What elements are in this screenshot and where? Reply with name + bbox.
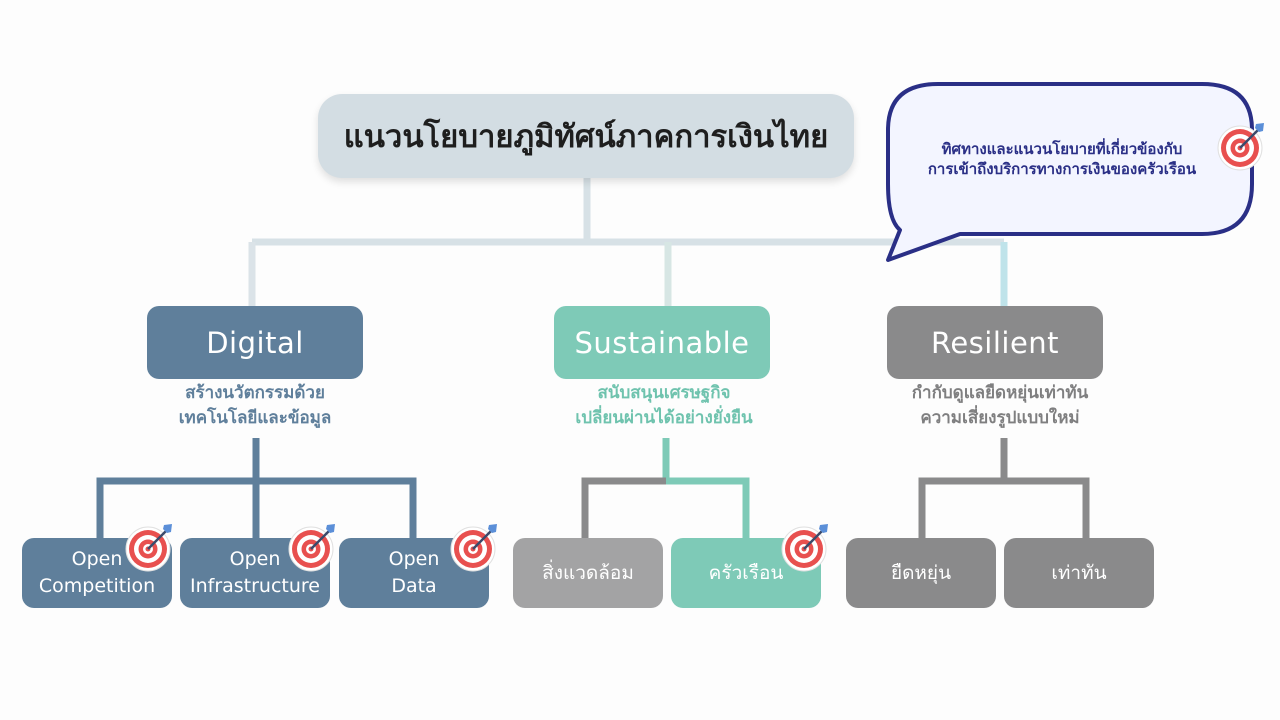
target-icon <box>125 524 172 572</box>
pillar-sustainable: Sustainable <box>554 306 770 379</box>
pillar-resilient-description: กำกับดูแลยืดหยุ่นเท่าทัน ความเสี่ยงรูปแบ… <box>850 381 1150 431</box>
target-icon <box>1217 123 1264 171</box>
description-line: เปลี่ยนผ่านได้อย่างยั่งยืน <box>575 408 753 428</box>
description-line: สนับสนุนเศรษฐกิจ <box>597 383 731 403</box>
callout-bubble <box>886 82 1254 262</box>
description-line: สร้างนวัตกรรมด้วย <box>185 383 325 403</box>
leaf-keep-pace: เท่าทัน <box>1004 538 1154 608</box>
pillar-digital-description: สร้างนวัตกรรมด้วย เทคโนโลยีและข้อมูล <box>105 381 405 431</box>
leaf-flexible: ยืดหยุ่น <box>846 538 996 608</box>
pillar-sustainable-description: สนับสนุนเศรษฐกิจ เปลี่ยนผ่านได้อย่างยั่ง… <box>514 381 814 431</box>
leaf-line: Open <box>71 548 123 570</box>
leaf-line: ยืดหยุ่น <box>890 561 952 584</box>
callout-line-2: การเข้าถึงบริการทางการเงินของครัวเรือน <box>927 160 1197 178</box>
leaf-line: Open <box>229 548 281 570</box>
leaf-environment: สิ่งแวดล้อม <box>513 538 663 608</box>
pillar-digital: Digital <box>147 306 363 379</box>
callout-line-1: ทิศทางและแนวนโยบายที่เกี่ยวข้องกับ <box>941 140 1183 158</box>
page-title: แนวนโยบายภูมิทัศน์ภาคการเงินไทย <box>318 94 854 178</box>
pillar-resilient: Resilient <box>887 306 1103 379</box>
target-icon <box>781 524 828 572</box>
description-line: กำกับดูแลยืดหยุ่นเท่าทัน <box>911 383 1089 403</box>
leaf-line: Infrastructure <box>189 575 320 597</box>
leaf-line: ครัวเรือน <box>708 561 784 584</box>
target-icon <box>288 524 335 572</box>
leaf-open-competition: Open Competition <box>22 538 172 608</box>
description-line: เทคโนโลยีและข้อมูล <box>178 408 332 428</box>
leaf-line: สิ่งแวดล้อม <box>542 561 634 584</box>
callout-text: ทิศทางและแนวนโยบายที่เกี่ยวข้องกับ การเข… <box>892 139 1232 179</box>
description-line: ความเสี่ยงรูปแบบใหม่ <box>920 408 1080 428</box>
leaf-line: Open <box>388 548 440 570</box>
leaf-line: เท่าทัน <box>1051 561 1107 584</box>
leaf-line: Data <box>391 575 437 597</box>
leaf-line: Competition <box>38 575 156 597</box>
target-icon <box>450 524 497 572</box>
